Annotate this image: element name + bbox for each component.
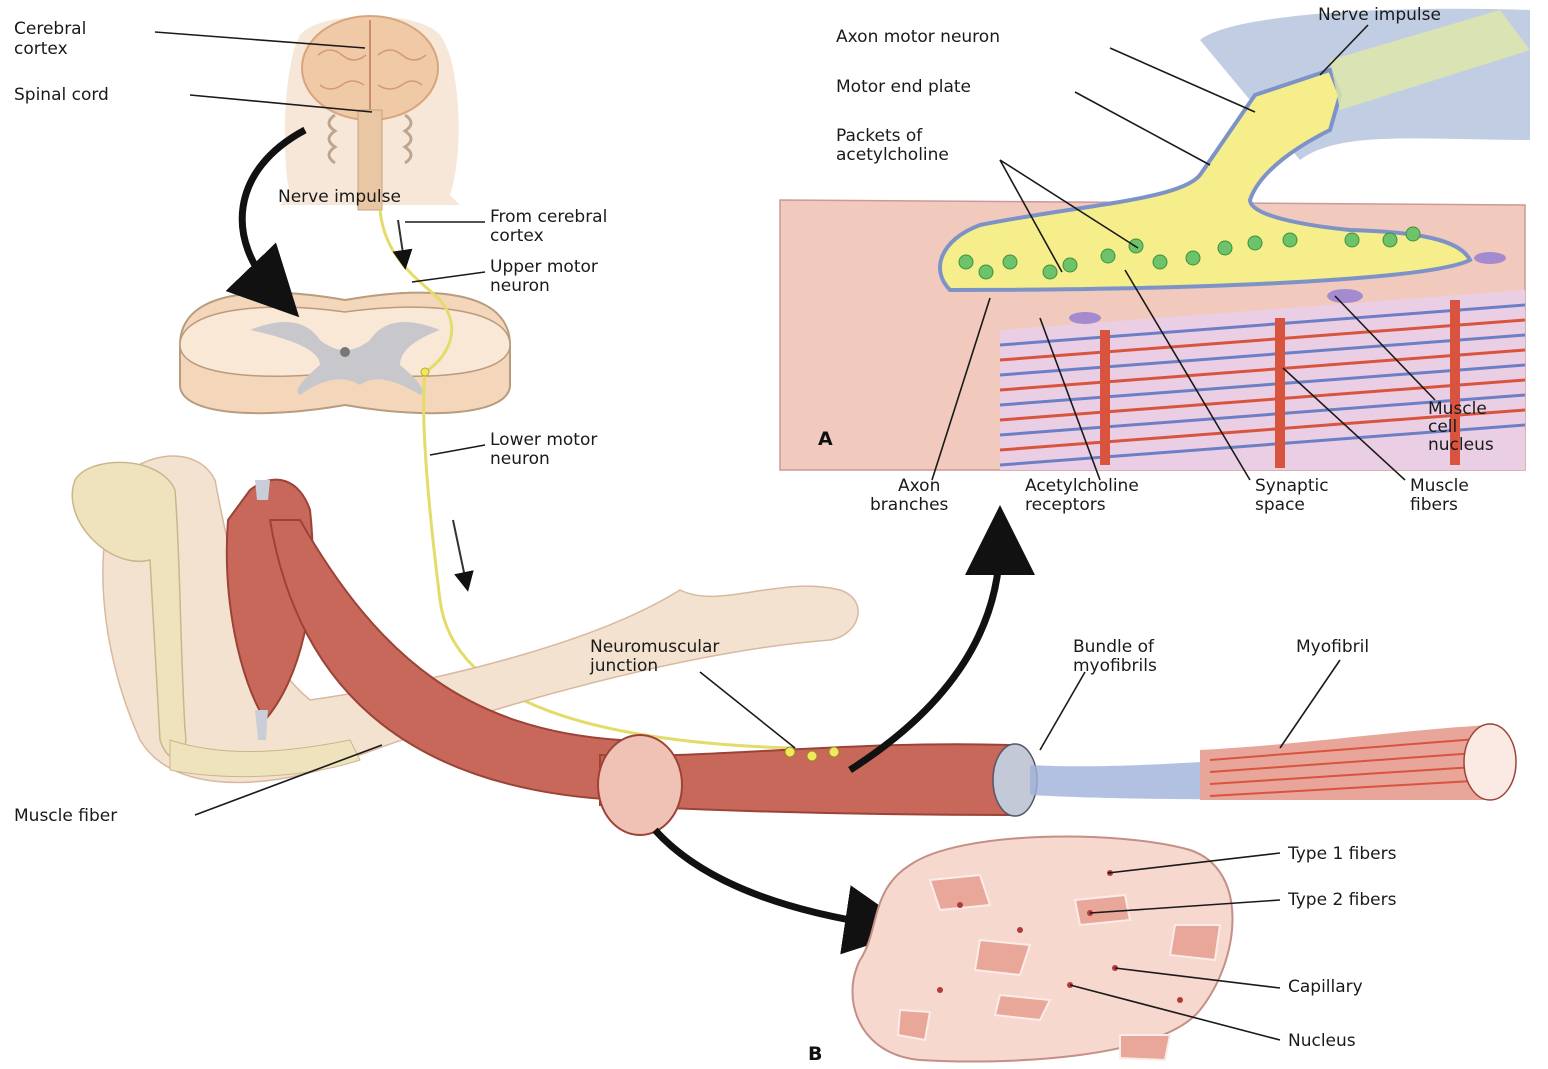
label-bundle-of-myofibrils-1: Bundle of <box>1073 637 1155 657</box>
label-packets-acetylcholine-2: acetylcholine <box>836 145 949 165</box>
label-nerve-impulse-a: Nerve impulse <box>1318 5 1441 25</box>
label-nucleus: Nucleus <box>1288 1031 1356 1051</box>
label-from-cerebral-cortex-1: From cerebral <box>490 207 607 227</box>
label-cerebral-cortex-2: cortex <box>14 39 68 59</box>
panel-b-fiber-types <box>853 836 1233 1061</box>
panel-b-letter: B <box>808 1043 822 1065</box>
label-packets-acetylcholine-1: Packets of <box>836 126 923 146</box>
label-myofibril: Myofibril <box>1296 637 1369 657</box>
label-motor-end-plate: Motor end plate <box>836 77 971 97</box>
myofibril-end <box>1464 724 1516 800</box>
label-type2-fibers: Type 2 fibers <box>1287 890 1397 910</box>
label-muscle-cell-nucleus-2: cell <box>1428 417 1457 437</box>
label-axon-motor-neuron: Axon motor neuron <box>836 27 1000 47</box>
label-type1-fibers: Type 1 fibers <box>1287 844 1397 864</box>
label-axon-branches-2: branches <box>870 495 949 515</box>
arrow-to-panel-b <box>655 830 880 925</box>
label-acetylcholine-receptors-2: receptors <box>1025 495 1106 515</box>
panel-a-letter: A <box>818 428 833 450</box>
arrow-to-panel-a <box>850 540 1000 770</box>
label-synaptic-space-2: space <box>1255 495 1305 515</box>
label-axon-branches-1: Axon <box>898 476 940 496</box>
label-capillary: Capillary <box>1288 977 1363 997</box>
head-illustration <box>280 16 460 210</box>
label-cerebral-cortex-1: Cerebral <box>14 19 86 39</box>
label-upper-motor-neuron-2: neuron <box>490 276 550 296</box>
label-muscle-fibers-1: Muscle <box>1410 476 1469 496</box>
label-acetylcholine-receptors-1: Acetylcholine <box>1025 476 1139 496</box>
label-neuromuscular-junction-1: Neuromuscular <box>590 637 719 657</box>
label-synaptic-space-1: Synaptic <box>1255 476 1329 496</box>
fiber-cross-section <box>598 735 682 835</box>
label-from-cerebral-cortex-2: cortex <box>490 226 544 246</box>
label-lower-motor-neuron-2: neuron <box>490 449 550 469</box>
spinal-cross-section <box>180 293 510 413</box>
label-lower-motor-neuron-1: Lower motor <box>490 430 597 450</box>
label-muscle-cell-nucleus-3: nucleus <box>1428 435 1494 455</box>
label-muscle-fiber: Muscle fiber <box>14 806 117 826</box>
label-nerve-impulse-top: Nerve impulse <box>278 187 401 207</box>
label-neuromuscular-junction-2: junction <box>589 656 658 676</box>
label-muscle-cell-nucleus-1: Muscle <box>1428 399 1487 419</box>
label-bundle-of-myofibrils-2: myofibrils <box>1073 656 1157 676</box>
label-spinal-cord: Spinal cord <box>14 85 109 105</box>
label-upper-motor-neuron-1: Upper motor <box>490 257 598 277</box>
label-muscle-fibers-2: fibers <box>1410 495 1458 515</box>
